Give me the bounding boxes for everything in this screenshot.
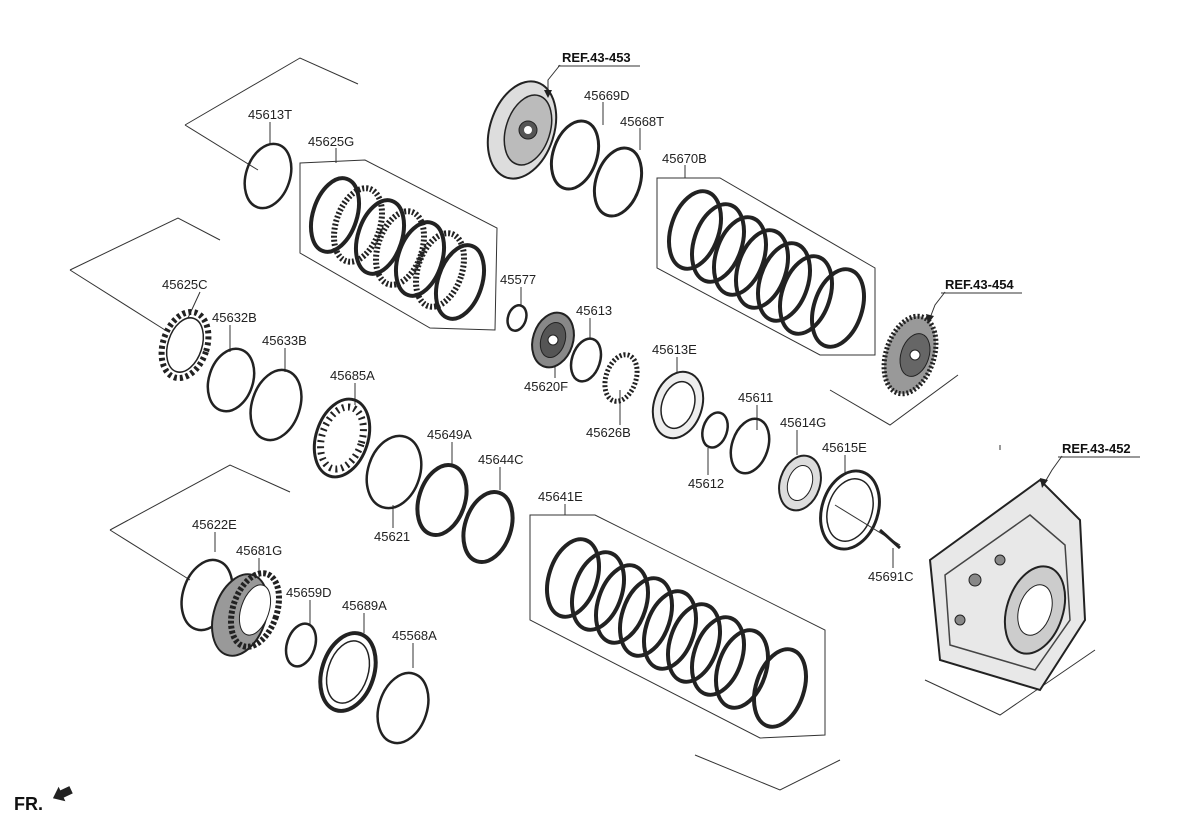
- ref-arrows: [544, 64, 1063, 488]
- part-label-45620F: 45620F: [524, 379, 568, 394]
- part-label-45681G: 45681G: [236, 543, 282, 558]
- part-label-45649A: 45649A: [427, 427, 472, 442]
- seal-45614G: [778, 454, 822, 512]
- part-label-45644C: 45644C: [478, 452, 524, 467]
- ref-label-454: REF.43-454: [945, 277, 1014, 292]
- transaxle-housing-ref-452: [928, 478, 1087, 692]
- ring-45568A: [376, 671, 430, 745]
- drum-45681G: [211, 570, 282, 657]
- part-label-45632B: 45632B: [212, 310, 257, 325]
- ring-45611: [729, 417, 771, 475]
- part-label-45626B: 45626B: [586, 425, 631, 440]
- ring-45669D: [549, 119, 601, 191]
- part-label-45669D: 45669D: [584, 88, 630, 103]
- bearing-45626B: [602, 352, 640, 404]
- front-direction-indicator: FR.: [14, 786, 73, 814]
- part-label-45613T: 45613T: [248, 107, 292, 122]
- ring-45621: [365, 434, 423, 510]
- part-label-45625C: 45625C: [162, 277, 208, 292]
- leader-lines: [187, 102, 1001, 668]
- clutch-hub-45625C: [158, 308, 212, 382]
- retainer-45615E: [819, 469, 901, 551]
- reference-labels: REF.43-453 REF.43-454 REF.43-452: [558, 50, 1140, 458]
- ring-45577: [506, 304, 528, 332]
- pump-assembly-ref-453: [486, 80, 558, 180]
- ring-45659D: [284, 622, 318, 668]
- part-label-45613: 45613: [576, 303, 612, 318]
- direction-label: FR.: [14, 794, 43, 814]
- ref-label-452: REF.43-452: [1062, 441, 1131, 456]
- part-labels: 45613T 45625G 45669D 45668T 45670B 45625…: [162, 88, 914, 643]
- part-label-45622E: 45622E: [192, 517, 237, 532]
- disc-45644C: [461, 490, 515, 564]
- hub-45620F: [531, 311, 575, 369]
- ring-45668T: [592, 146, 644, 218]
- snap-ring-45613T: [243, 142, 293, 210]
- part-label-45633B: 45633B: [262, 333, 307, 348]
- disc-45689A: [318, 631, 378, 713]
- part-label-45670B: 45670B: [662, 151, 707, 166]
- part-label-45568A: 45568A: [392, 628, 437, 643]
- gear-ref-454: [881, 313, 939, 397]
- part-label-45577: 45577: [500, 272, 536, 287]
- part-label-45621: 45621: [374, 529, 410, 544]
- disc-45649A: [415, 463, 469, 537]
- part-label-45691C: 45691C: [868, 569, 914, 584]
- group-outlines: [69, 57, 1096, 791]
- front-arrow-icon: [52, 786, 73, 802]
- part-label-45668T: 45668T: [620, 114, 664, 129]
- clutch-pack-45670B: [667, 189, 866, 349]
- ring-45612: [701, 411, 729, 449]
- part-label-45625G: 45625G: [308, 134, 354, 149]
- part-label-45614G: 45614G: [780, 415, 826, 430]
- ring-45632B: [206, 347, 256, 413]
- clutch-pack-45641E: [545, 537, 808, 729]
- bolt-45691C: [878, 528, 902, 550]
- retainer-45685A: [312, 397, 372, 479]
- part-label-45659D: 45659D: [286, 585, 332, 600]
- part-label-45613E: 45613E: [652, 342, 697, 357]
- part-label-45615E: 45615E: [822, 440, 867, 455]
- part-label-45641E: 45641E: [538, 489, 583, 504]
- part-label-45685A: 45685A: [330, 368, 375, 383]
- part-label-45611: 45611: [738, 390, 773, 405]
- piston-45613E: [651, 370, 705, 440]
- ref-label-453: REF.43-453: [562, 50, 631, 65]
- clutch-pack-45625G: [309, 176, 486, 321]
- part-label-45689A: 45689A: [342, 598, 387, 613]
- ring-45633B: [249, 368, 303, 442]
- part-label-45612: 45612: [688, 476, 724, 491]
- ring-45613: [569, 337, 603, 383]
